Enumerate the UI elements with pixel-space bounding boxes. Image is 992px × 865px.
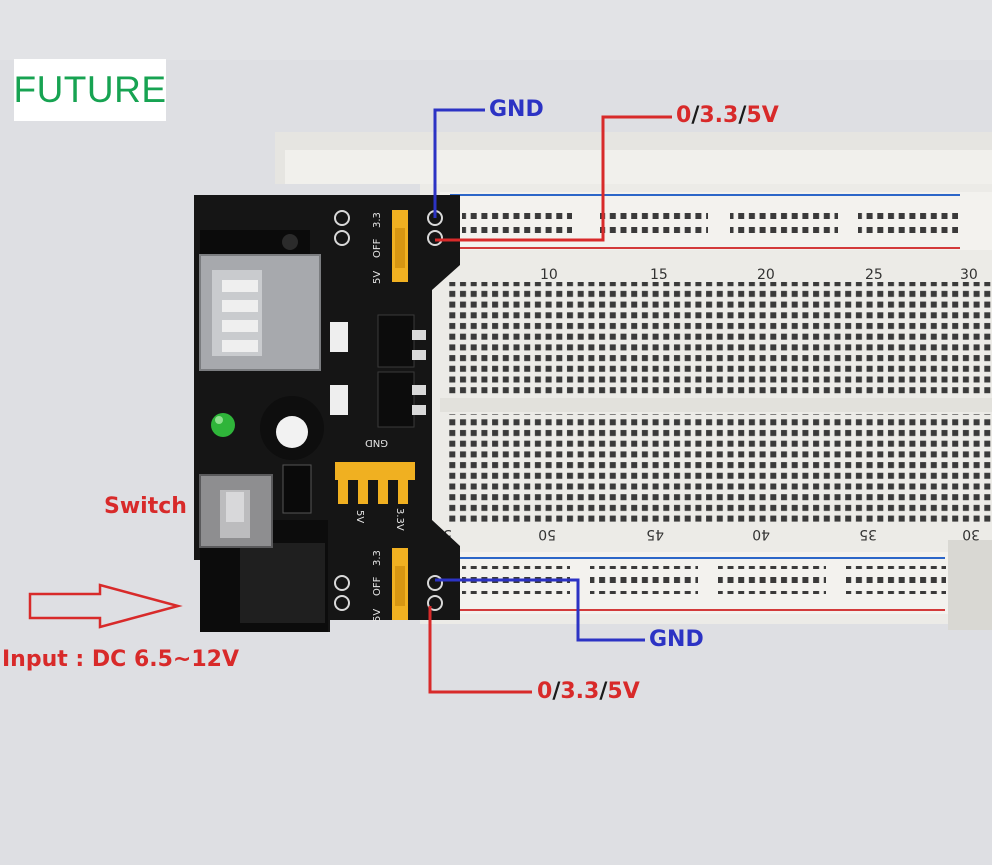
col-number: 40 <box>752 526 770 542</box>
breadboard <box>275 132 992 630</box>
gnd-top-label: GND <box>489 97 544 122</box>
col-number: 15 <box>650 267 668 283</box>
power-led <box>211 413 235 437</box>
silk-3v3-bottom: 3.3 <box>372 550 383 566</box>
silk-3v3: 3.3 <box>372 212 383 228</box>
silk-5v-bottom: 5V <box>372 609 383 622</box>
power-module <box>194 195 460 632</box>
col-number: 35 <box>859 526 877 542</box>
wire-volt-top <box>435 115 672 242</box>
brand-text: FUTURE <box>13 69 167 110</box>
gnd-bottom-label: GND <box>649 627 704 652</box>
input-arrow <box>28 583 183 629</box>
voltage-bottom-label: 0/3.3/5V <box>537 679 640 704</box>
silk-gnd: GND <box>365 437 388 448</box>
col-number: 20 <box>757 267 775 283</box>
top-vout-pin <box>427 230 443 246</box>
silk-pin-5v: 5V <box>354 510 365 523</box>
brand-logo: FUTURE <box>13 59 167 121</box>
silk-pin-3v3: 3.3V <box>394 508 405 531</box>
voltage-top-label: 0/3.3/5V <box>676 103 779 128</box>
col-number: 30 <box>962 526 980 542</box>
silk-off-bottom: OFF <box>372 576 383 596</box>
input-label: Input : DC 6.5~12V <box>2 647 240 672</box>
wire-volt-bottom <box>428 606 532 694</box>
col-number: 45 <box>646 526 664 542</box>
col-number: 50 <box>538 526 556 542</box>
wire-gnd-top <box>433 108 485 218</box>
middle-header <box>335 462 415 504</box>
wire-gnd-bottom <box>435 578 645 642</box>
col-number: 30 <box>960 267 978 283</box>
col-number: 10 <box>540 267 558 283</box>
switch-label: Switch <box>104 494 187 519</box>
silk-off: OFF <box>372 238 383 258</box>
bottom-gnd-pin <box>427 575 443 591</box>
silk-5v: 5V <box>372 271 383 284</box>
col-number: 25 <box>865 267 883 283</box>
bottom-vout-pin <box>427 595 443 611</box>
